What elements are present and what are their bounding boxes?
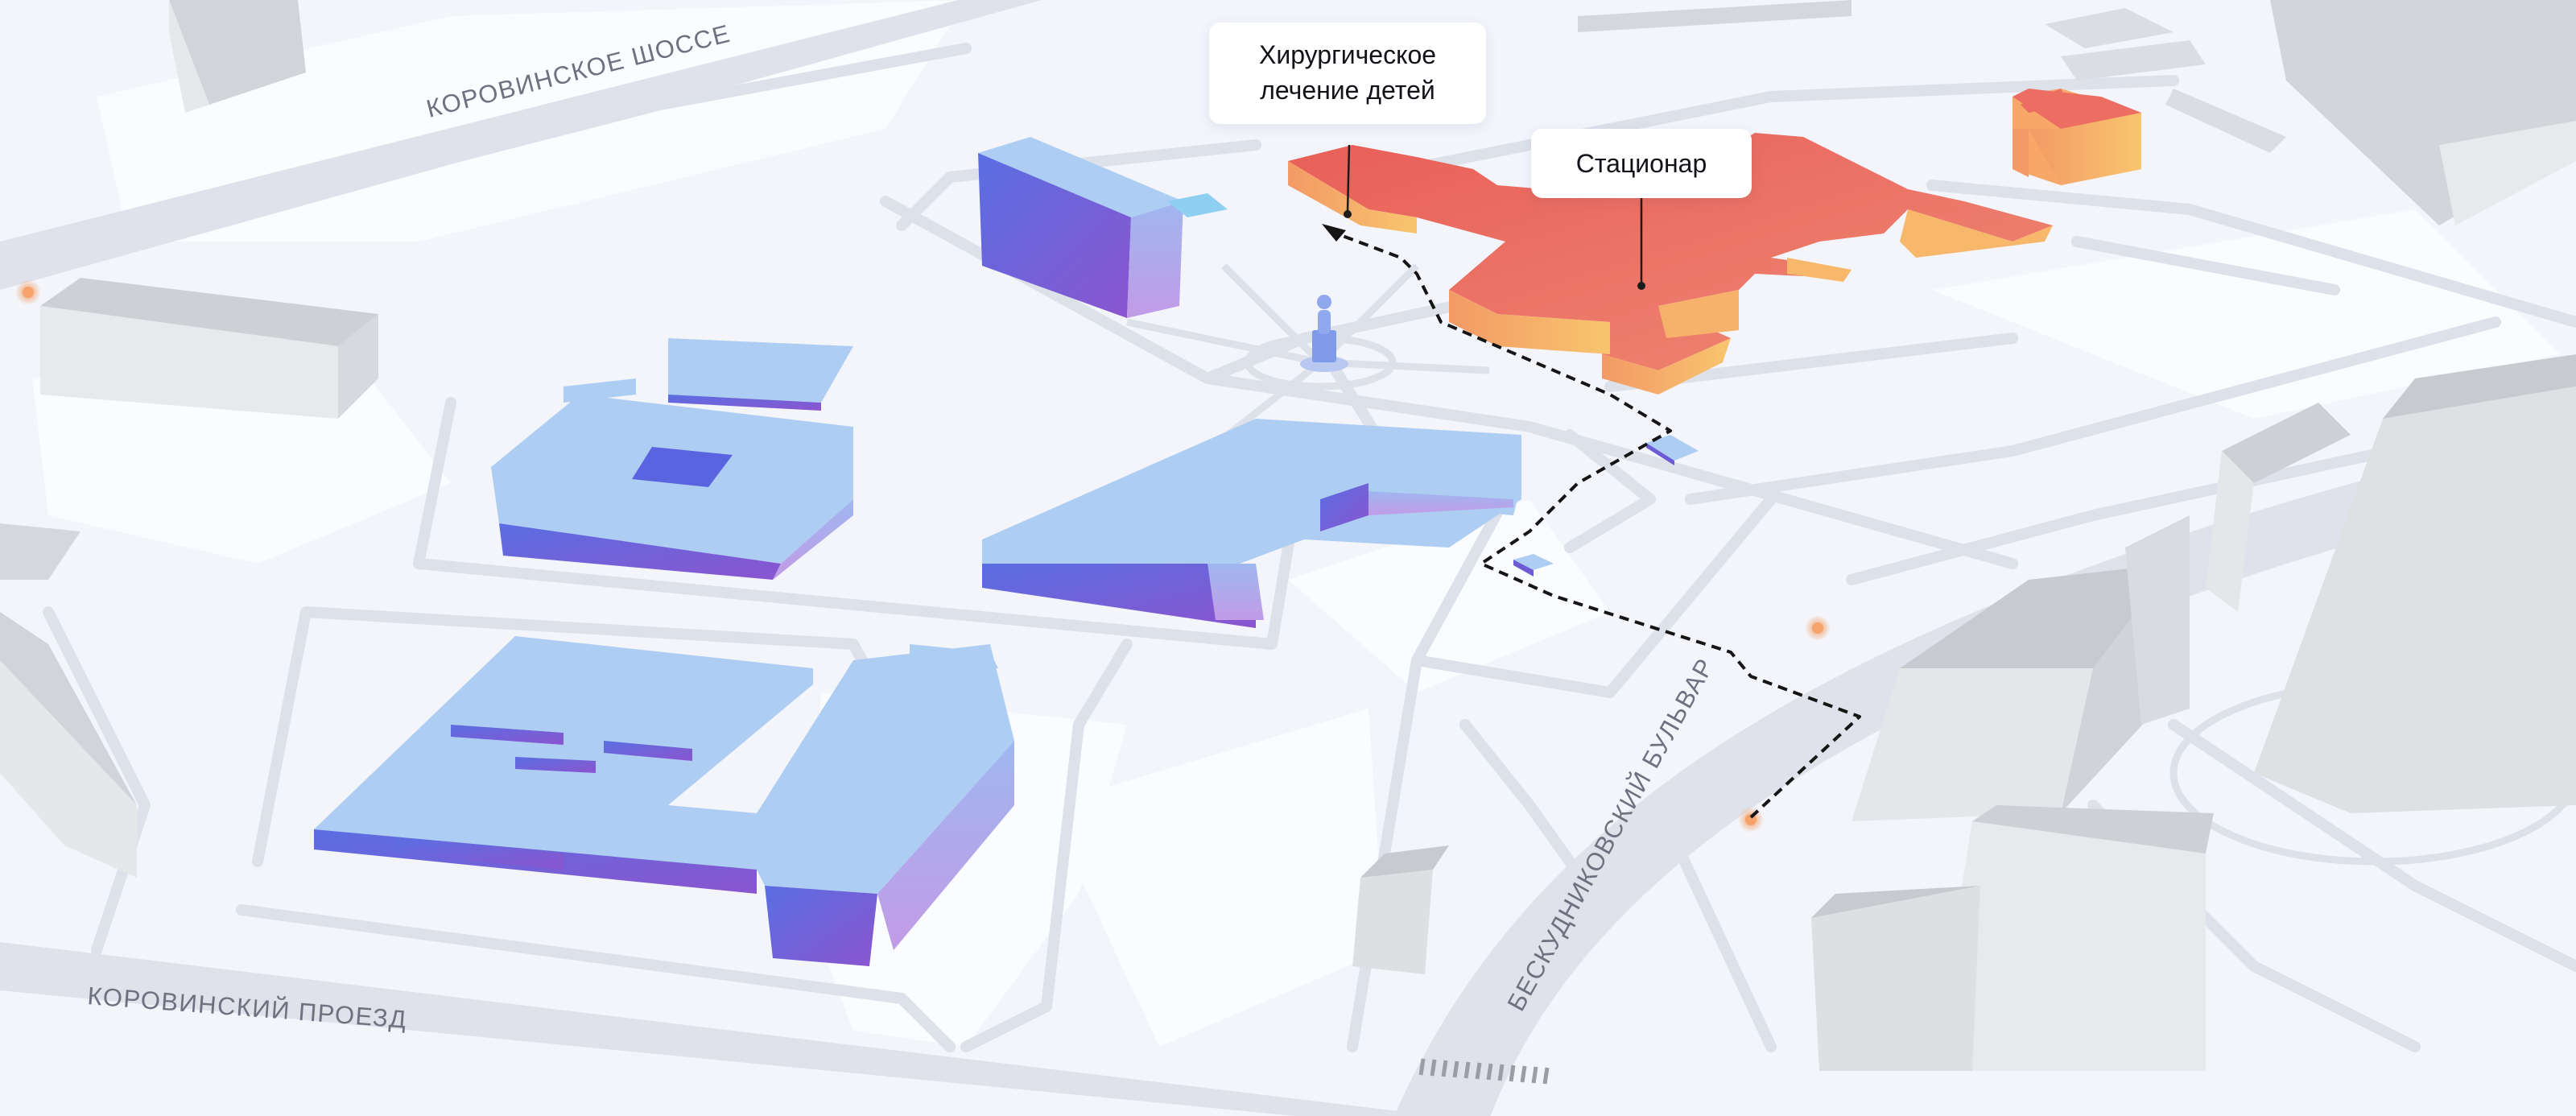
bus-stop-icon[interactable] [1513,554,1554,577]
callout-hospital[interactable]: Стационар [1531,129,1752,198]
crosswalk [1418,1058,1550,1085]
monument-icon [1300,295,1348,372]
entrance-marker-icon[interactable] [1805,615,1831,641]
hospital-building[interactable] [1288,89,2141,395]
entrance-marker-icon[interactable] [1738,807,1764,833]
bus-stop-icon[interactable] [1646,435,1699,465]
hospital-anchor-dot [1637,282,1645,290]
surgery-leader-line [1346,144,1351,213]
route-arrow-icon [1322,224,1346,242]
callout-surgery[interactable]: Хирургическое лечение детей [1209,23,1486,124]
callout-surgery-line2: лечение детей [1260,76,1435,105]
walking-route [1335,232,1861,819]
entrance-marker-icon[interactable] [15,279,41,305]
callout-hospital-label: Стационар [1575,149,1707,178]
blue-buildings [314,137,1521,966]
callout-surgery-line1: Хирургическое [1258,40,1437,69]
surgery-anchor-dot [1344,210,1352,218]
grey-buildings [0,0,2576,1071]
